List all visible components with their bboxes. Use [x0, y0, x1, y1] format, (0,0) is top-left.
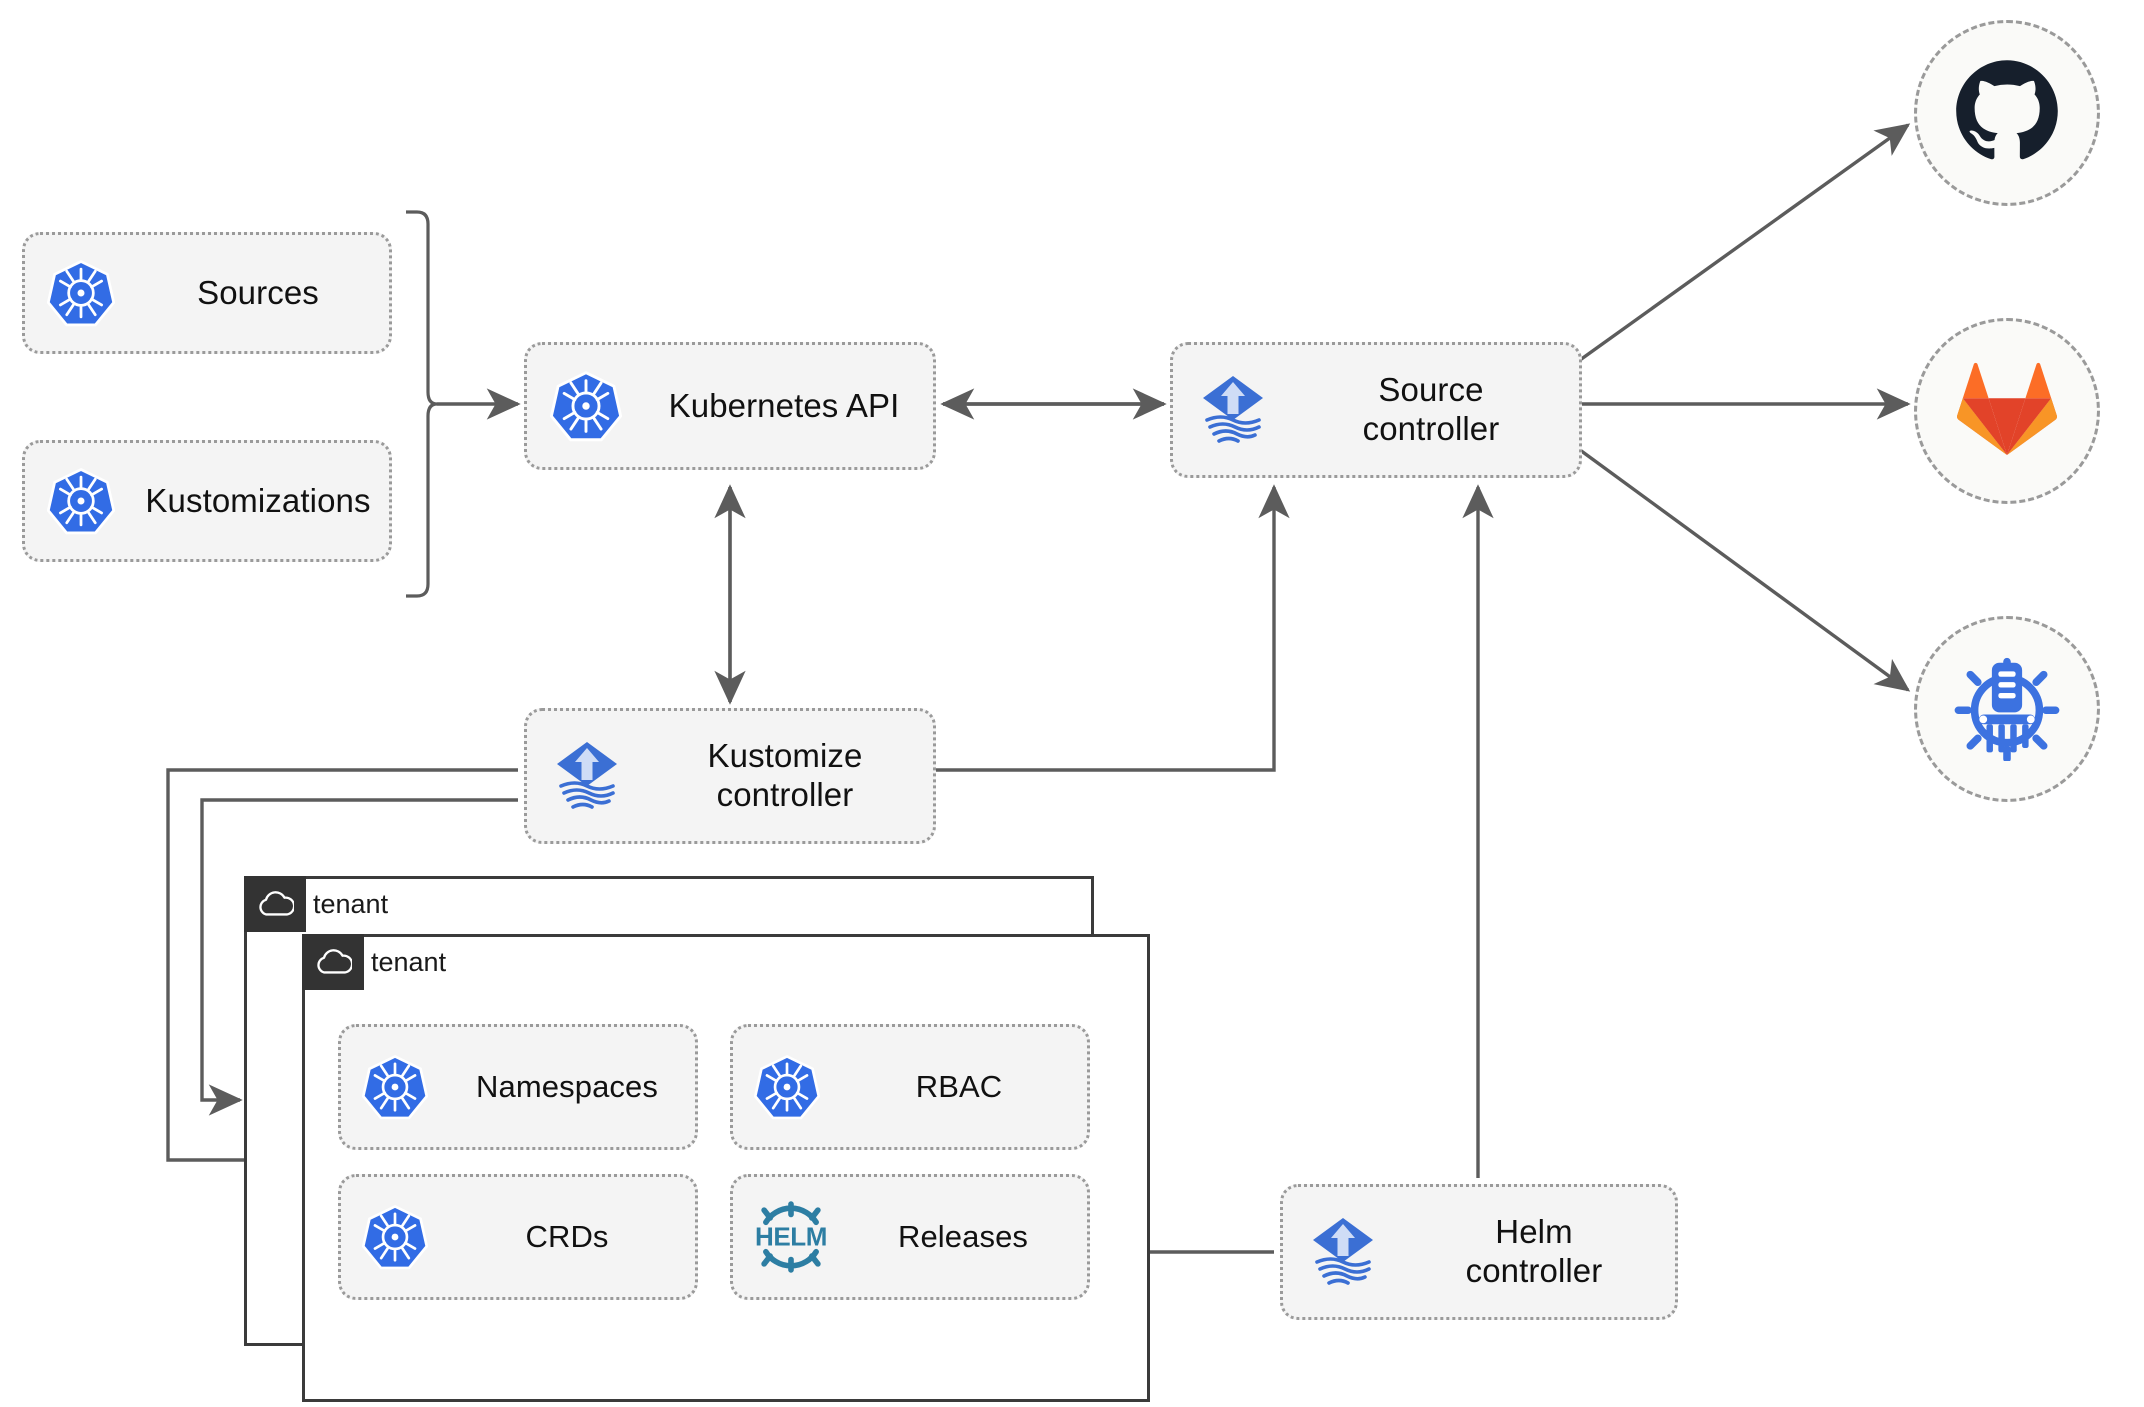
flux-icon — [1283, 1212, 1403, 1292]
node-label: Namespaces — [476, 1068, 658, 1104]
node-label: RBAC — [915, 1068, 1003, 1104]
kubernetes-icon — [733, 1054, 841, 1120]
node-namespaces[interactable]: Namespaces — [338, 1024, 698, 1150]
node-sources[interactable]: Sources — [22, 232, 392, 354]
node-label: Source controller — [1362, 371, 1500, 447]
gitlab-icon — [1955, 361, 2059, 462]
node-kubernetes-api[interactable]: Kubernetes API — [524, 342, 936, 470]
provider-gitlab[interactable] — [1914, 318, 2100, 504]
node-rbac[interactable]: RBAC — [730, 1024, 1090, 1150]
node-label: Kustomize controller — [707, 737, 863, 813]
node-source-controller[interactable]: Source controller — [1170, 342, 1582, 478]
node-label: Sources — [197, 273, 319, 311]
node-kustomizations[interactable]: Kustomizations — [22, 440, 392, 562]
node-releases[interactable]: HELM Releases — [730, 1174, 1090, 1300]
github-icon — [1954, 58, 2060, 169]
node-crds[interactable]: CRDs — [338, 1174, 698, 1300]
kubernetes-icon — [25, 467, 137, 535]
helm-wheel-icon: HELM — [733, 1198, 849, 1276]
kubernetes-icon — [341, 1054, 449, 1120]
helm-repo-icon — [1953, 653, 2061, 766]
svg-text:HELM: HELM — [755, 1222, 827, 1252]
node-label: CRDs — [525, 1218, 609, 1254]
flux-icon — [1173, 370, 1293, 450]
kubernetes-icon — [341, 1204, 449, 1270]
tenant-label: tenant — [371, 946, 447, 977]
flux-icon — [527, 736, 647, 816]
cloud-icon — [244, 876, 306, 932]
provider-github[interactable] — [1914, 20, 2100, 206]
node-kustomize-controller[interactable]: Kustomize controller — [524, 708, 936, 844]
tenant-inner[interactable]: tenant — [302, 934, 1150, 1402]
kubernetes-icon — [25, 259, 137, 327]
cloud-icon — [302, 934, 364, 990]
provider-helm-repository[interactable] — [1914, 616, 2100, 802]
node-label: Helm controller — [1465, 1213, 1603, 1289]
node-label: Kubernetes API — [668, 386, 900, 424]
kubernetes-icon — [527, 370, 645, 442]
node-label: Kustomizations — [145, 481, 371, 519]
tenant-label: tenant — [313, 888, 389, 919]
node-helm-controller[interactable]: Helm controller — [1280, 1184, 1678, 1320]
node-label: Releases — [897, 1218, 1029, 1254]
